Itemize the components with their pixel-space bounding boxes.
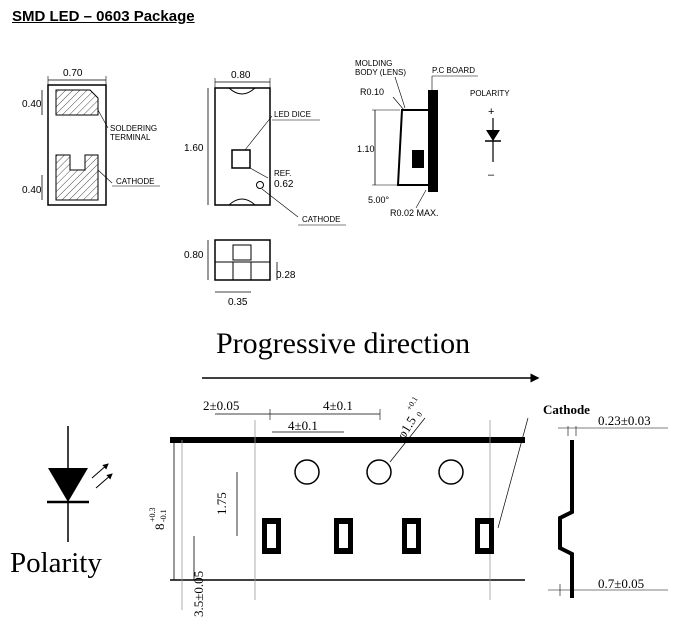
sprocket-hole	[438, 459, 464, 485]
dim-hole-to-pocket: 1.75	[214, 492, 229, 515]
ref-value: 0.62	[274, 179, 294, 190]
bottom-view: 0.70 0.40 0.40 SOLDERING TERMINAL CATHOD…	[22, 68, 160, 206]
ref-label: REF.	[274, 169, 291, 178]
diode-triangle-icon	[48, 468, 88, 502]
bottom-view-soldering-label-2: TERMINAL	[110, 133, 151, 142]
end-view-height-dim: 0.80	[184, 250, 204, 261]
cathode-mark	[256, 181, 264, 189]
bottom-view-cathode-label: CATHODE	[116, 177, 155, 186]
light-emission-arrow-icon	[95, 473, 113, 489]
polarity-symbol: Polarity	[10, 426, 113, 579]
progressive-direction-heading: Progressive direction	[216, 327, 470, 360]
top-view-width-dim: 0.80	[231, 70, 251, 81]
carrier-tape: 2±0.05 4±0.1 4±0.1 φ1.5 +0.1 0 1.75 8 +0…	[148, 395, 525, 617]
polarity-minus: –	[488, 169, 495, 181]
pc-board-label: P.C BOARD	[432, 66, 475, 75]
bottom-view-outline	[47, 84, 107, 206]
dim-pocket-depth: 0.7±0.05	[598, 576, 644, 591]
polarity-label-small: POLARITY	[470, 89, 510, 98]
top-view: 0.80 1.60 LED DICE REF. 0.62 CATHODE	[184, 70, 346, 226]
sprocket-hole	[294, 459, 320, 485]
side-view-height-dim: 1.10	[357, 144, 375, 154]
tape-section-profile	[558, 440, 574, 598]
polarity-label: Polarity	[10, 547, 102, 579]
side-view-angle: 5.00°	[368, 195, 390, 205]
bottom-view-pad-bottom	[55, 154, 99, 201]
bottom-view-width-dim: 0.70	[63, 68, 83, 79]
side-view-radius-max: R0.02 MAX.	[390, 208, 439, 218]
dim-width-tol-upper: +0.3	[148, 507, 157, 522]
molding-body	[396, 109, 428, 186]
page-title: SMD LED – 0603 Package	[12, 8, 195, 25]
side-view: 1.10 MOLDING BODY (LENS) P.C BOARD R0.10…	[355, 59, 510, 218]
dim-edge-to-hole: 2±0.05	[203, 398, 239, 413]
sprocket-hole	[366, 459, 392, 485]
bottom-view-soldering-label-1: SOLDERING	[110, 124, 157, 133]
dim-hole-pitch: 4±0.1	[323, 398, 353, 413]
dim-hole-dia-tol: +0.1	[404, 395, 419, 412]
molding-label-2: BODY (LENS)	[355, 68, 406, 77]
bottom-view-pad-top	[55, 89, 99, 116]
bottom-view-pad-top-dim: 0.40	[22, 99, 42, 110]
polarity-plus: +	[488, 106, 494, 118]
led-dice-label: LED DICE	[274, 110, 311, 119]
dim-pocket-pitch: 4±0.1	[288, 418, 318, 433]
tape-section: 0.23±0.03 0.7±0.05 Cathode	[497, 402, 668, 598]
dim-thickness: 0.23±0.03	[598, 413, 651, 428]
end-view-pad-height-dim: 0.28	[276, 270, 296, 281]
end-view-pad-width-dim: 0.35	[228, 297, 248, 308]
side-view-radius: R0.10	[360, 87, 384, 97]
dim-pocket-offset: 3.5±0.05	[191, 571, 206, 617]
polarity-diode-small-icon	[486, 130, 500, 141]
pc-board	[428, 90, 438, 192]
top-view-length-dim: 1.60	[184, 143, 204, 154]
top-view-cathode-label: CATHODE	[302, 215, 341, 224]
light-emission-arrow-icon	[91, 463, 109, 479]
dim-width-tol-lower: -0.1	[159, 509, 168, 522]
led-dice	[231, 149, 251, 169]
dim-width-value: 8	[152, 524, 167, 531]
dim-hole-dia-tol-lower: 0	[415, 410, 425, 418]
side-view-die	[412, 150, 424, 168]
top-view-outline	[214, 87, 271, 206]
end-view: 0.80 0.28 0.35	[184, 239, 296, 308]
molding-label-1: MOLDING	[355, 59, 392, 68]
tape-cathode-label: Cathode	[543, 402, 590, 417]
bottom-view-pad-bottom-dim: 0.40	[22, 185, 42, 196]
